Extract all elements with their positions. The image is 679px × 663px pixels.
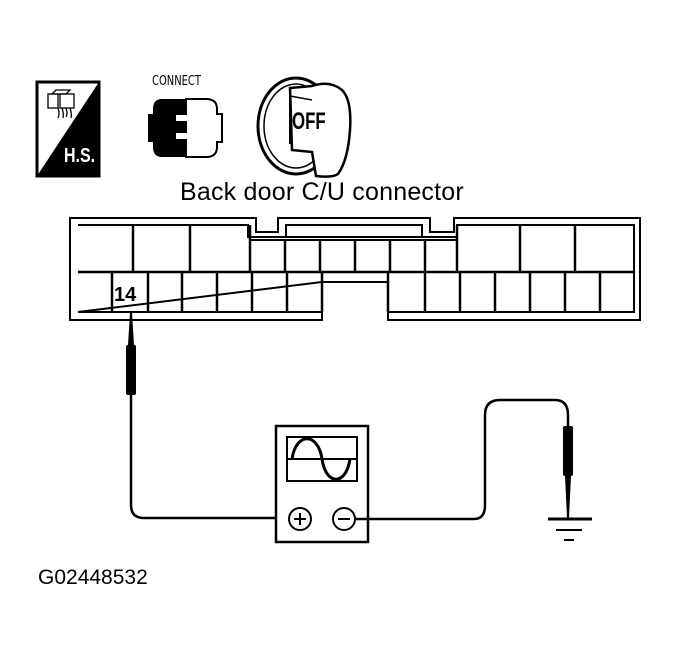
- ground-icon: [548, 517, 592, 541]
- pin-14-label: 14: [114, 284, 137, 306]
- connector-connect-icon: [148, 98, 223, 158]
- ignition-key-off-icon: [256, 76, 352, 178]
- connector-title: Back door C/U connector: [180, 178, 464, 206]
- figure-id: G02448532: [38, 566, 148, 589]
- hs-label: H.S.: [64, 145, 96, 167]
- oscilloscope-meter: [274, 424, 370, 544]
- connector-cavities: [78, 225, 634, 312]
- off-label: OFF: [292, 108, 326, 135]
- harness-side-icon: [35, 80, 101, 178]
- connect-label: CONNECT: [152, 74, 201, 89]
- negative-probe: [355, 398, 573, 521]
- positive-probe: [126, 312, 288, 520]
